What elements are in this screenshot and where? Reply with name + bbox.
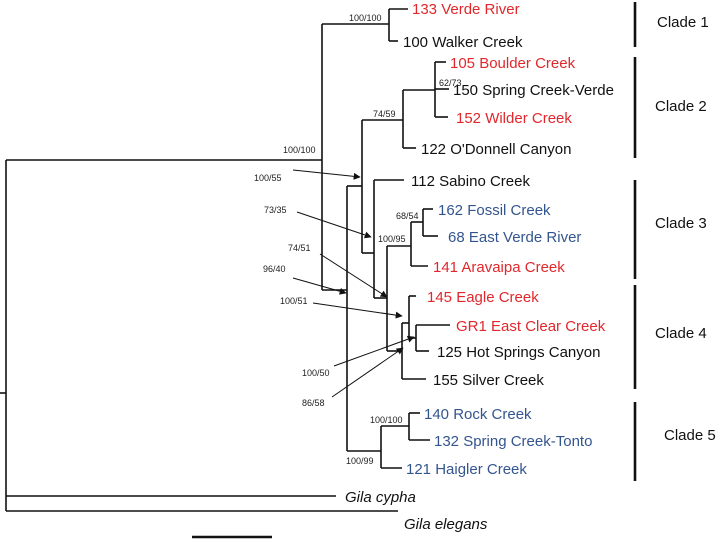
support-label: 86/58 xyxy=(302,398,325,408)
taxon-label: Gila elegans xyxy=(404,516,488,533)
support-label: 100/99 xyxy=(346,456,374,466)
taxon-label: 152 Wilder Creek xyxy=(456,110,572,127)
taxon-label: 121 Haigler Creek xyxy=(406,461,527,478)
taxon-label: Gila cypha xyxy=(345,489,416,506)
support-values: 100/100 62/73 74/59 100/100 100/55 68/54… xyxy=(254,13,462,466)
support-label: 74/59 xyxy=(373,109,396,119)
taxon-label: 132 Spring Creek-Tonto xyxy=(434,433,592,450)
clade-label: Clade 3 xyxy=(655,215,707,232)
arrow-100-50 xyxy=(333,335,415,367)
arrow-73-35 xyxy=(296,211,372,239)
taxon-label: 105 Boulder Creek xyxy=(450,55,576,72)
taxon-label: 140 Rock Creek xyxy=(424,406,532,423)
taxon-label: 125 Hot Springs Canyon xyxy=(437,344,600,361)
taxon-label: 141 Aravaipa Creek xyxy=(433,259,565,276)
taxon-label: 155 Silver Creek xyxy=(433,372,544,389)
taxon-labels: 133 Verde River 100 Walker Creek 105 Bou… xyxy=(345,1,614,533)
taxon-label: 122 O'Donnell Canyon xyxy=(421,141,571,158)
support-label: 100/100 xyxy=(370,415,403,425)
support-label: 74/51 xyxy=(288,243,311,253)
clade-markers: Clade 1 Clade 2 Clade 3 Clade 4 Clade 5 xyxy=(633,2,716,481)
clade-label: Clade 5 xyxy=(664,427,716,444)
clade-label: Clade 1 xyxy=(657,14,709,31)
support-label: 100/50 xyxy=(302,368,330,378)
clade-label: Clade 2 xyxy=(655,98,707,115)
support-label: 100/51 xyxy=(280,296,308,306)
arrow-100-55 xyxy=(292,169,361,180)
taxon-label: 112 Sabino Creek xyxy=(411,173,530,190)
support-label: 100/55 xyxy=(254,173,282,183)
arrow-96-40 xyxy=(292,277,347,295)
support-arrows xyxy=(292,169,415,398)
support-label: 96/40 xyxy=(263,264,286,274)
support-label: 68/54 xyxy=(396,211,419,221)
taxon-label: 150 Spring Creek-Verde xyxy=(453,82,614,99)
arrow-74-51 xyxy=(319,253,388,298)
support-label: 62/73 xyxy=(439,78,462,88)
support-label: 100/100 xyxy=(349,13,382,23)
taxon-label: 133 Verde River xyxy=(412,1,520,18)
tree-branches xyxy=(0,8,450,512)
support-label: 100/100 xyxy=(283,145,316,155)
arrow-100-51 xyxy=(312,302,403,319)
arrow-86-58 xyxy=(331,347,404,398)
clade-label: Clade 4 xyxy=(655,325,707,342)
taxon-label: GR1 East Clear Creek xyxy=(456,318,606,335)
taxon-label: 162 Fossil Creek xyxy=(438,202,551,219)
taxon-label: 145 Eagle Creek xyxy=(427,289,539,306)
support-label: 73/35 xyxy=(264,205,287,215)
taxon-label: 100 Walker Creek xyxy=(403,34,523,51)
support-label: 100/95 xyxy=(378,234,406,244)
taxon-label: 68 East Verde River xyxy=(448,229,581,246)
